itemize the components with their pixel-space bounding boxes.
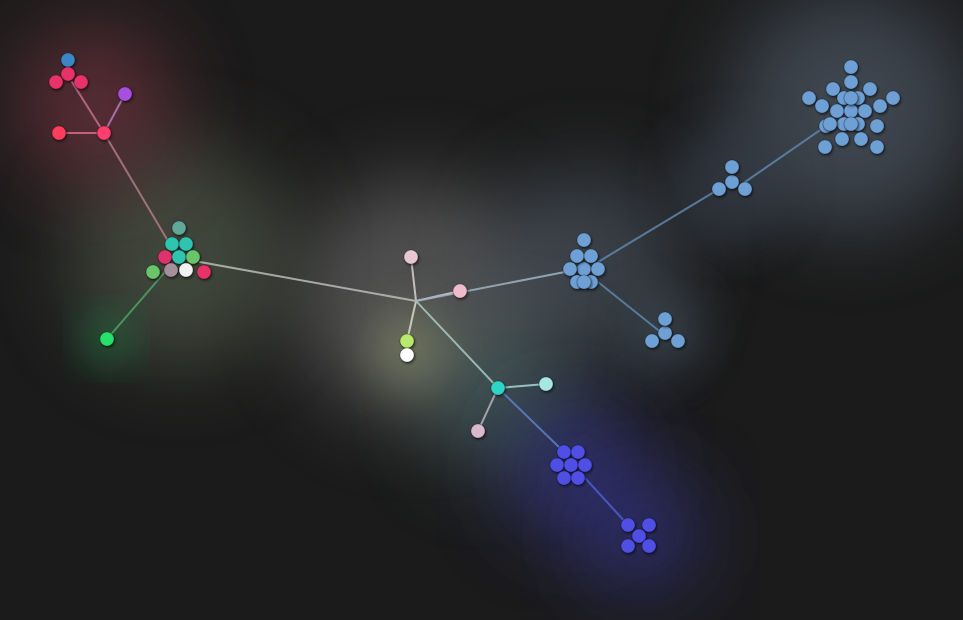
- graph-node[interactable]: [196, 264, 212, 280]
- graph-node[interactable]: [576, 274, 592, 290]
- graph-edge: [744, 125, 827, 183]
- graph-node[interactable]: [724, 159, 740, 175]
- graph-edge: [497, 383, 547, 389]
- graph-node[interactable]: [403, 249, 419, 265]
- graph-edge: [199, 261, 417, 302]
- graph-edge: [497, 387, 565, 453]
- graph-edge: [71, 81, 105, 134]
- graph-node[interactable]: [885, 90, 901, 106]
- graph-node[interactable]: [843, 103, 859, 119]
- graph-node[interactable]: [801, 90, 817, 106]
- graph-node[interactable]: [164, 236, 180, 252]
- graph-node[interactable]: [178, 262, 194, 278]
- graph-node[interactable]: [843, 74, 859, 90]
- graph-node[interactable]: [829, 103, 845, 119]
- graph-node[interactable]: [657, 325, 673, 341]
- graph-node[interactable]: [843, 90, 859, 106]
- graph-node[interactable]: [163, 262, 179, 278]
- graph-node[interactable]: [576, 232, 592, 248]
- graph-node[interactable]: [399, 333, 415, 349]
- graph-node[interactable]: [872, 98, 888, 114]
- graph-node[interactable]: [399, 347, 415, 363]
- graph-node[interactable]: [96, 125, 112, 141]
- graph-node[interactable]: [470, 423, 486, 439]
- graph-node[interactable]: [117, 86, 133, 102]
- graph-node[interactable]: [583, 248, 599, 264]
- graph-node[interactable]: [549, 457, 565, 473]
- graph-node[interactable]: [171, 249, 187, 265]
- graph-node[interactable]: [556, 444, 572, 460]
- graph-edge: [415, 270, 571, 302]
- graph-node[interactable]: [60, 52, 76, 68]
- graph-node[interactable]: [576, 261, 592, 277]
- graph-node[interactable]: [620, 517, 636, 533]
- graph-edge: [103, 132, 169, 242]
- graph-node[interactable]: [569, 248, 585, 264]
- graph-node[interactable]: [577, 457, 593, 473]
- graph-node[interactable]: [538, 376, 554, 392]
- graph-node[interactable]: [73, 74, 89, 90]
- graph-node[interactable]: [843, 116, 859, 132]
- graph-node[interactable]: [51, 125, 67, 141]
- graph-node[interactable]: [724, 174, 740, 190]
- graph-node[interactable]: [145, 264, 161, 280]
- graph-node[interactable]: [99, 331, 115, 347]
- graph-node[interactable]: [178, 236, 194, 252]
- graph-node[interactable]: [185, 249, 201, 265]
- graph-node[interactable]: [711, 181, 727, 197]
- graph-node[interactable]: [853, 131, 869, 147]
- graph-edge: [106, 271, 166, 340]
- graph-node[interactable]: [490, 380, 506, 396]
- graph-node[interactable]: [570, 444, 586, 460]
- graph-node[interactable]: [825, 81, 841, 97]
- graph-node[interactable]: [670, 333, 686, 349]
- edge-layer: [58, 81, 827, 526]
- graph-node[interactable]: [822, 116, 838, 132]
- graph-node[interactable]: [570, 470, 586, 486]
- graph-node[interactable]: [563, 457, 579, 473]
- graph-node[interactable]: [857, 103, 873, 119]
- cluster-glow: [15, 25, 175, 185]
- graph-edge: [415, 300, 499, 389]
- graph-node[interactable]: [556, 470, 572, 486]
- graph-node[interactable]: [171, 220, 187, 236]
- graph-node[interactable]: [48, 74, 64, 90]
- graph-node[interactable]: [641, 538, 657, 554]
- graph-node[interactable]: [452, 283, 468, 299]
- graph-node[interactable]: [641, 517, 657, 533]
- graph-edge: [584, 477, 629, 526]
- glow-layer: [15, 0, 963, 595]
- graph-node[interactable]: [644, 333, 660, 349]
- graph-node[interactable]: [869, 118, 885, 134]
- graph-edge: [597, 281, 659, 331]
- graph-edge: [597, 188, 720, 263]
- graph-node[interactable]: [657, 311, 673, 327]
- graph-node[interactable]: [869, 139, 885, 155]
- graph-node[interactable]: [834, 131, 850, 147]
- graph-node[interactable]: [862, 81, 878, 97]
- graph-node[interactable]: [814, 98, 830, 114]
- graph-node[interactable]: [737, 181, 753, 197]
- graph-node[interactable]: [817, 139, 833, 155]
- graph-node[interactable]: [60, 66, 76, 82]
- graph-node[interactable]: [157, 249, 173, 265]
- graph-node[interactable]: [590, 261, 606, 277]
- graph-node[interactable]: [620, 538, 636, 554]
- node-layer: [48, 52, 901, 554]
- graph-edge: [477, 387, 499, 432]
- graph-node[interactable]: [562, 261, 578, 277]
- graph-node[interactable]: [631, 528, 647, 544]
- graph-node[interactable]: [843, 59, 859, 75]
